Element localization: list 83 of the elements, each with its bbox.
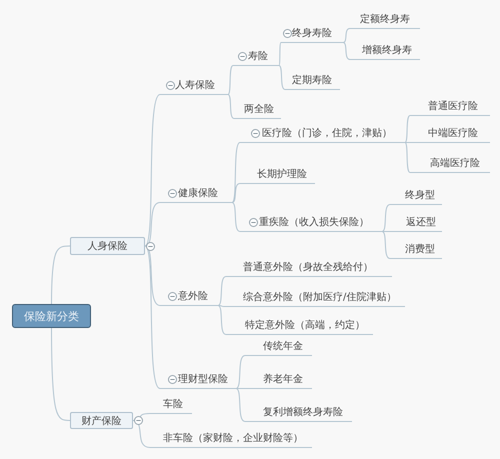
topic-label: 重疾险（收入损失保险） bbox=[259, 216, 369, 229]
connector-line bbox=[342, 28, 350, 43]
branch-topic bbox=[160, 78, 228, 95]
connector-line bbox=[236, 388, 246, 422]
branch-topic bbox=[390, 188, 442, 205]
topic-box: 人身保险 bbox=[70, 237, 145, 255]
topic-label: 定期寿险 bbox=[292, 74, 332, 87]
connector-line bbox=[218, 305, 226, 335]
connector-line bbox=[232, 202, 240, 232]
topic-label: 健康保险 bbox=[178, 187, 218, 200]
connector-line bbox=[404, 142, 410, 173]
branch-topic bbox=[226, 318, 373, 335]
topic-label: 医疗险（门诊，住院，津贴） bbox=[262, 127, 392, 140]
topic-label: 综合意外险（附加医疗/住院津贴） bbox=[243, 291, 396, 304]
topic-label: 定额终身寿 bbox=[360, 13, 410, 26]
topic-label: 特定意外险（高端，约定） bbox=[245, 319, 365, 332]
topic-label: 人寿保险 bbox=[175, 79, 215, 92]
topic-label: 普通意外险（身故全残给付） bbox=[243, 261, 373, 274]
topic-label: 长期护理险 bbox=[257, 168, 307, 181]
connector-line bbox=[218, 305, 226, 307]
branch-topic bbox=[390, 242, 442, 259]
root-topic-box: 保险新分类 bbox=[12, 304, 91, 328]
branch-topic bbox=[240, 167, 315, 184]
connector-line bbox=[144, 94, 160, 246]
connector-line bbox=[236, 388, 246, 389]
topic-label: 寿险 bbox=[248, 50, 268, 63]
branch-topic bbox=[245, 405, 352, 422]
branch-topic bbox=[160, 289, 218, 306]
topic-label: 养老年金 bbox=[263, 373, 303, 386]
branch-topic bbox=[285, 73, 340, 90]
connector-line bbox=[342, 42, 350, 60]
topic-label: 非车险（家财险，企业财险等） bbox=[163, 432, 303, 445]
connector-line bbox=[228, 65, 234, 95]
branch-topic bbox=[234, 102, 281, 119]
connector-line bbox=[144, 246, 160, 389]
branch-topic bbox=[245, 372, 312, 389]
branch-topic bbox=[226, 290, 405, 307]
connector-line bbox=[382, 231, 390, 232]
topic-label: 高端医疗险 bbox=[430, 157, 480, 170]
branch-topic bbox=[233, 49, 279, 66]
connector-line bbox=[132, 420, 150, 448]
topic-label: 意外险 bbox=[178, 290, 208, 303]
topic-label: 中端医疗险 bbox=[428, 127, 478, 140]
connector-line bbox=[278, 42, 282, 66]
connector-line bbox=[404, 115, 410, 143]
topic-label: 终身型 bbox=[405, 189, 435, 202]
connector-line bbox=[382, 231, 390, 259]
connector-line bbox=[232, 183, 240, 203]
topic-label: 消费型 bbox=[405, 243, 435, 256]
branch-topic bbox=[410, 99, 490, 116]
connector-line bbox=[218, 276, 226, 306]
connector-line bbox=[232, 142, 240, 203]
branch-topic bbox=[226, 260, 392, 277]
branch-topic bbox=[160, 186, 232, 203]
connector-line bbox=[51, 246, 70, 304]
branch-topic bbox=[410, 126, 490, 143]
branch-topic bbox=[390, 215, 442, 232]
topic-label: 终身寿险 bbox=[292, 27, 332, 40]
connector-line bbox=[51, 328, 70, 421]
topic-label: 增额终身寿 bbox=[362, 44, 412, 57]
connector-line bbox=[236, 355, 246, 389]
topic-label: 两全险 bbox=[244, 103, 274, 116]
branch-topic bbox=[281, 26, 343, 43]
branch-topic bbox=[160, 372, 236, 389]
branch-topic bbox=[245, 339, 312, 356]
topic-label: 复利增额终身寿险 bbox=[263, 406, 343, 419]
topic-label: 返还型 bbox=[406, 216, 436, 229]
topic-label: 车险 bbox=[163, 398, 183, 411]
topic-label: 理财型保险 bbox=[178, 373, 228, 386]
branch-topic bbox=[350, 43, 420, 60]
branch-topic bbox=[350, 12, 420, 29]
branch-topic bbox=[240, 215, 382, 232]
branch-topic bbox=[150, 397, 192, 414]
connector-line bbox=[228, 94, 234, 119]
connector-line bbox=[278, 65, 286, 90]
topic-label: 传统年金 bbox=[263, 340, 303, 353]
topic-label: 普通医疗险 bbox=[428, 100, 478, 113]
topic-box: 财产保险 bbox=[70, 412, 133, 429]
connector-line bbox=[404, 142, 410, 143]
branch-topic bbox=[240, 126, 405, 143]
connector-line bbox=[382, 204, 390, 232]
branch-topic bbox=[150, 431, 312, 448]
branch-topic bbox=[410, 156, 490, 173]
